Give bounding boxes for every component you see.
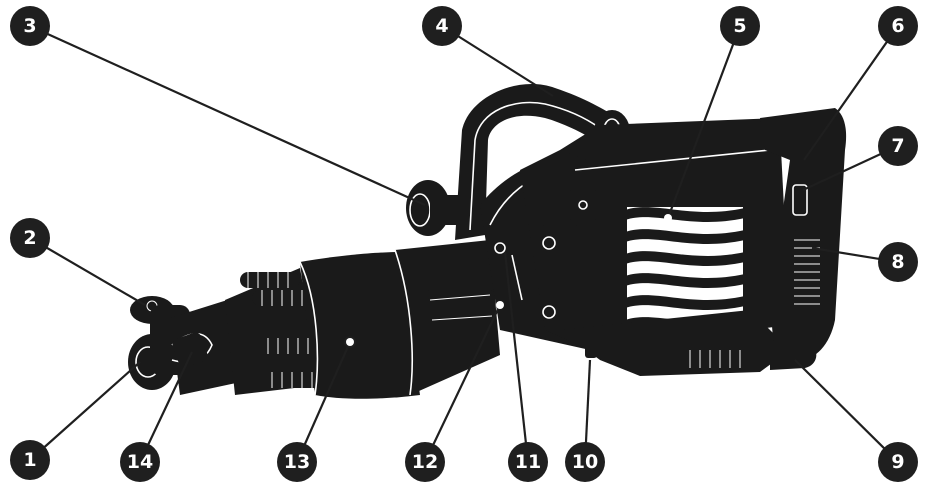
callout-4-number: 4	[435, 15, 448, 37]
leader-line-4	[441, 25, 554, 97]
callout-1: 1	[10, 440, 50, 480]
leader-line-1	[29, 361, 141, 461]
callout-9: 9	[878, 442, 918, 482]
callout-11-number: 11	[515, 451, 541, 473]
motor-vents	[623, 203, 747, 332]
callout-13-number: 13	[284, 451, 310, 473]
callout-14: 14	[120, 442, 160, 482]
leader-line-13	[295, 341, 352, 463]
leader-line-11	[503, 251, 530, 463]
leader-line-14	[139, 351, 193, 463]
brush-cover	[560, 310, 790, 376]
callout-8: 8	[878, 242, 918, 282]
callout-8-number: 8	[891, 251, 904, 273]
leader-line-6	[803, 25, 899, 161]
callout-7-number: 7	[891, 135, 904, 157]
rear-handle	[760, 108, 847, 370]
callout-14-number: 14	[127, 451, 153, 473]
callout-3-number: 3	[23, 15, 36, 37]
callout-4: 4	[422, 6, 462, 46]
leader-dots	[344, 214, 672, 348]
housing-cylinder	[299, 240, 500, 399]
leader-line-12	[424, 304, 501, 463]
leader-line-3	[29, 24, 426, 207]
callout-11: 11	[508, 442, 548, 482]
callout-12: 12	[405, 442, 445, 482]
leader-line-5	[666, 25, 742, 219]
barrel-ribs	[240, 272, 322, 388]
callouts: 1 2 3 4 5 6 7 8	[10, 6, 918, 482]
bit-retainer	[128, 296, 190, 390]
callout-5-number: 5	[733, 15, 746, 37]
leader-line-2	[29, 237, 146, 306]
callout-9-number: 9	[891, 451, 904, 473]
callout-7: 7	[878, 126, 918, 166]
callout-3: 3	[10, 6, 50, 46]
callout-12-number: 12	[412, 451, 438, 473]
leader-line-9	[794, 359, 899, 463]
leader-lines	[29, 24, 899, 463]
callout-6: 6	[878, 6, 918, 46]
callout-2: 2	[10, 218, 50, 258]
callout-1-number: 1	[23, 449, 36, 471]
demolition-hammer-illustration	[128, 84, 847, 399]
callout-2-number: 2	[23, 227, 36, 249]
callout-5: 5	[720, 6, 760, 46]
callout-13: 13	[277, 442, 317, 482]
callout-6-number: 6	[891, 15, 904, 37]
barrel	[225, 268, 322, 395]
callout-10: 10	[565, 442, 605, 482]
callout-10-number: 10	[572, 451, 598, 473]
